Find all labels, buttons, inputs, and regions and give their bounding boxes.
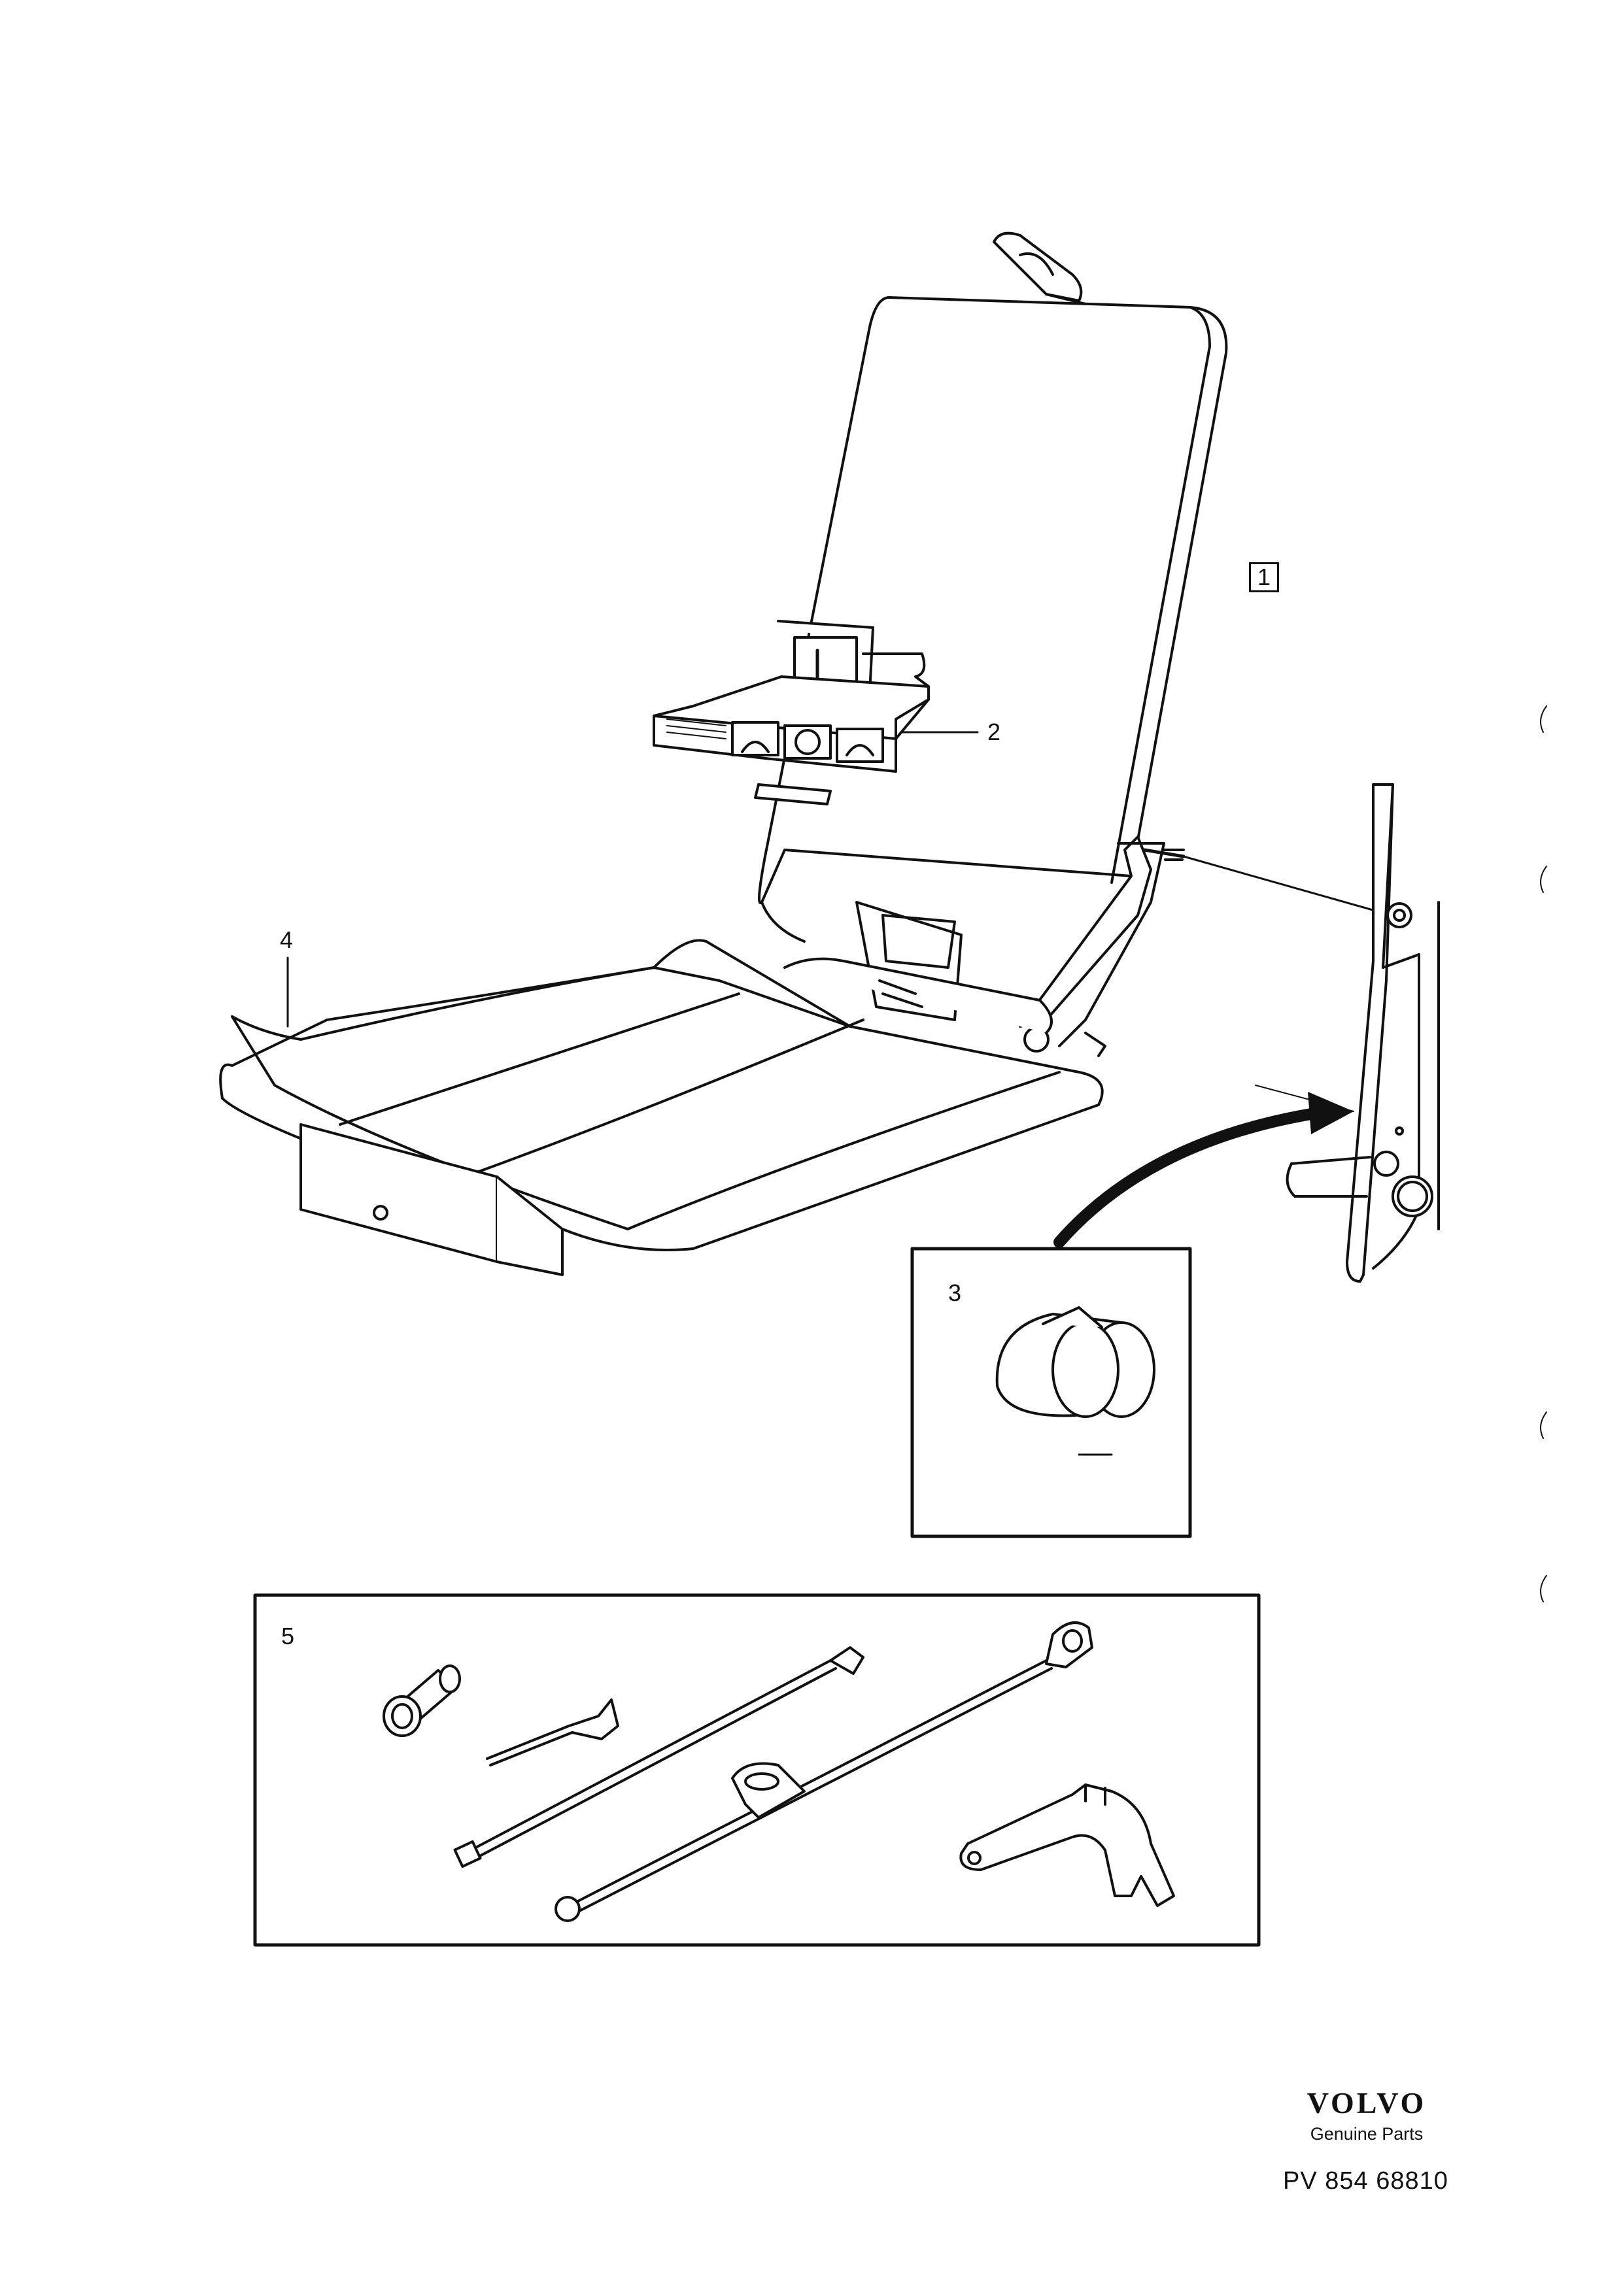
control-panel — [653, 620, 930, 805]
detail-arrow — [1053, 1092, 1354, 1248]
brand-tagline: Genuine Parts — [1310, 2124, 1424, 2144]
leader-line-bolt — [1182, 855, 1381, 913]
sleeve-part — [995, 1306, 1155, 1456]
bracket-part — [959, 1783, 1175, 1907]
headrest-clip — [993, 231, 1087, 305]
long-cable-part — [555, 1621, 1093, 1922]
part-code: PV 854 68810 — [1283, 2167, 1448, 2195]
seat-mechanism — [783, 901, 1053, 1034]
callout-2: 2 — [987, 718, 1001, 745]
side-panel-detail — [1255, 783, 1440, 1283]
seat-base — [299, 1123, 564, 1276]
plug-part — [383, 1664, 461, 1737]
callout-5: 5 — [281, 1623, 295, 1649]
seat-back — [758, 296, 1228, 943]
volvo-logo: VOLVO — [1307, 2086, 1427, 2119]
short-cable-part — [453, 1646, 864, 1868]
brand-block: VOLVO Genuine Parts — [1275, 2085, 1458, 2144]
callout-1: 1 — [1249, 562, 1280, 592]
callout-4: 4 — [280, 926, 294, 953]
rivet-part — [486, 1698, 619, 1766]
callout-3: 3 — [948, 1279, 962, 1306]
margin-marks — [1540, 705, 1547, 1602]
